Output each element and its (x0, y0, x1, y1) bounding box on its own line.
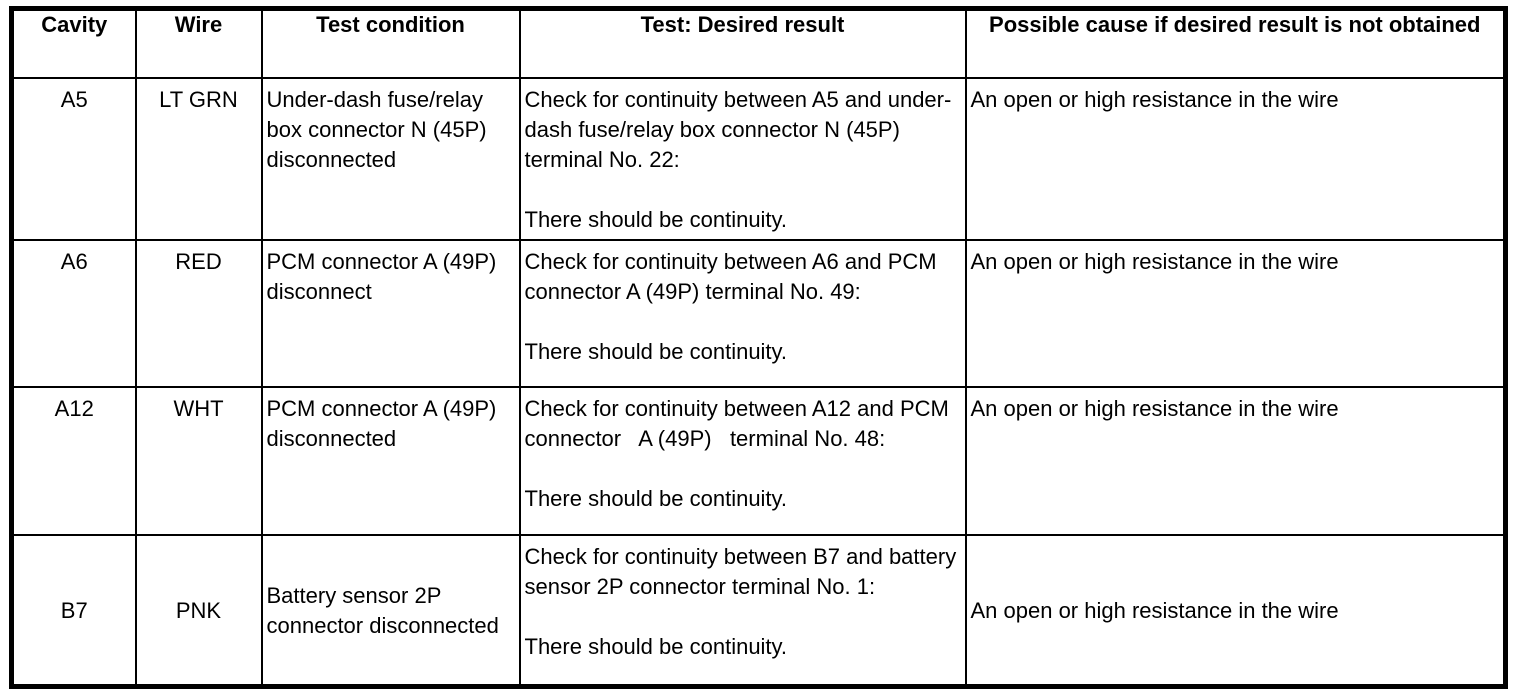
column-header-cavity-label: Cavity (41, 12, 108, 37)
cell-possible-cause-value: An open or high resistance in the wire (970, 249, 1339, 274)
cell-possible-cause: An open or high resistance in the wire (964, 534, 1507, 689)
table-header: Cavity Wire Test condition Test: Desired… (10, 7, 1507, 79)
cell-wire-value: LT GRN (159, 87, 238, 112)
cell-wire: LT GRN (134, 77, 263, 241)
cell-wire: WHT (134, 386, 263, 536)
table-header-row: Cavity Wire Test condition Test: Desired… (10, 7, 1507, 79)
cell-wire: PNK (134, 534, 263, 689)
cell-possible-cause: An open or high resistance in the wire (964, 77, 1507, 241)
cell-test-desired-result-value: Check for continuity between A5 and unde… (524, 87, 952, 232)
cell-possible-cause: An open or high resistance in the wire (964, 386, 1507, 536)
cell-test-condition-value: PCM connector A (49P) disconnected (266, 396, 515, 451)
cell-cavity: A6 (10, 239, 137, 388)
table-body: A5 LT GRN Under-dash fuse/relay box conn… (10, 77, 1507, 689)
cell-wire-value: PNK (175, 598, 222, 623)
cell-cavity-value: A6 (60, 249, 88, 274)
table-row: A12 WHT PCM connector A (49P) disconnect… (10, 386, 1507, 536)
cell-wire-value: WHT (173, 396, 224, 421)
cell-test-condition-value: PCM connector A (49P) disconnect (266, 249, 515, 304)
cell-cavity: A5 (10, 77, 137, 241)
column-header-possible-cause-label: Possible cause if desired result is not … (989, 12, 1481, 37)
cell-test-desired-result: Check for continuity between A12 and PCM… (518, 386, 967, 536)
table-row: A6 RED PCM connector A (49P) disconnect … (10, 239, 1507, 388)
column-header-test-desired-result-label: Test: Desired result (640, 12, 845, 37)
cell-test-desired-result: Check for continuity between B7 and batt… (518, 534, 967, 689)
column-header-test-condition-label: Test condition (316, 12, 465, 37)
column-header-cavity: Cavity (10, 7, 137, 79)
cell-possible-cause: An open or high resistance in the wire (964, 239, 1507, 388)
cell-cavity: B7 (10, 534, 137, 689)
cell-test-condition-value: Under-dash fuse/relay box connector N (4… (266, 87, 505, 172)
cell-cavity-value: A12 (54, 396, 94, 421)
cell-wire: RED (134, 239, 263, 388)
cell-wire-value: RED (175, 249, 222, 274)
column-header-wire: Wire (134, 7, 263, 79)
column-header-possible-cause: Possible cause if desired result is not … (964, 7, 1507, 79)
cell-test-condition: PCM connector A (49P) disconnected (260, 386, 521, 536)
cell-test-desired-result: Check for continuity between A5 and unde… (518, 77, 967, 241)
table-row: A5 LT GRN Under-dash fuse/relay box conn… (10, 77, 1507, 241)
wire-continuity-test-table: Cavity Wire Test condition Test: Desired… (9, 6, 1508, 689)
column-header-test-desired-result: Test: Desired result (518, 7, 967, 79)
cell-test-condition: Under-dash fuse/relay box connector N (4… (260, 77, 521, 241)
column-header-test-condition: Test condition (260, 7, 521, 79)
cell-test-desired-result-value: Check for continuity between B7 and batt… (524, 544, 957, 659)
cell-possible-cause-value: An open or high resistance in the wire (970, 598, 1339, 623)
cell-cavity: A12 (10, 386, 137, 536)
cell-possible-cause-value: An open or high resistance in the wire (970, 87, 1339, 112)
cell-test-condition: Battery sensor 2P connector disconnected (260, 534, 521, 689)
column-header-wire-label: Wire (174, 12, 223, 37)
cell-possible-cause-value: An open or high resistance in the wire (970, 396, 1339, 421)
cell-cavity-value: A5 (60, 87, 88, 112)
cell-cavity-value: B7 (60, 598, 88, 623)
table-row: B7 PNK Battery sensor 2P connector disco… (10, 534, 1507, 689)
cell-test-desired-result-value: Check for continuity between A12 and PCM… (524, 396, 949, 511)
cell-test-condition-value: Battery sensor 2P connector disconnected (266, 583, 499, 638)
cell-test-desired-result: Check for continuity between A6 and PCM … (518, 239, 967, 388)
cell-test-desired-result-value: Check for continuity between A6 and PCM … (524, 249, 937, 364)
cell-test-condition: PCM connector A (49P) disconnect (260, 239, 521, 388)
